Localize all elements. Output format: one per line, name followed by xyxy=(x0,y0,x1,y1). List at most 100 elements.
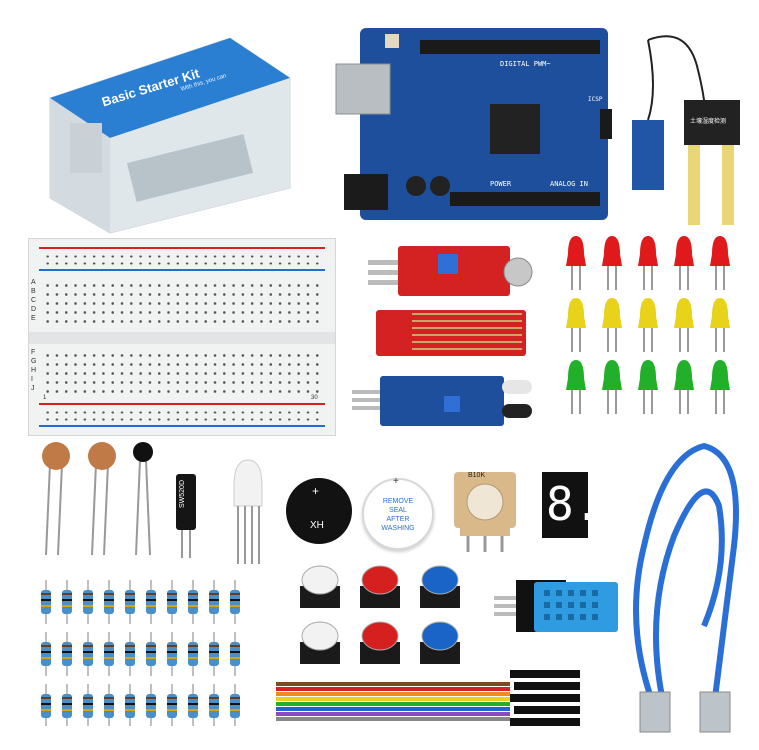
jumper-wires xyxy=(270,664,606,734)
led-red xyxy=(566,236,586,290)
breadboard-row-j: J xyxy=(31,385,35,392)
led-green xyxy=(710,360,730,414)
resistor xyxy=(62,580,72,624)
resistor xyxy=(146,580,156,624)
buzzer-label: XH xyxy=(310,520,324,531)
breadboard-row-e: E xyxy=(31,315,36,322)
rgb-led xyxy=(228,456,268,566)
resistor-array xyxy=(38,576,258,728)
led-yellow xyxy=(710,298,730,352)
resistor xyxy=(62,632,72,676)
uno-label-power: POWER xyxy=(490,180,512,188)
breadboard-row-b: B xyxy=(31,288,36,295)
usb-cable xyxy=(614,426,754,742)
uno-label-digital: DIGITAL PWM~ xyxy=(500,60,551,68)
water-level-sensor xyxy=(372,304,532,360)
resistor xyxy=(209,632,219,676)
resistor xyxy=(41,632,51,676)
resistor xyxy=(41,580,51,624)
buzzer-seal: + REMOVE SEAL AFTER WASHING xyxy=(362,476,434,550)
led-red xyxy=(710,236,730,290)
led-grid xyxy=(560,232,750,418)
resistor xyxy=(230,632,240,676)
breadboard-row-i: I xyxy=(31,376,33,383)
seal-plus: + xyxy=(393,476,399,487)
sound-sensor-module xyxy=(368,242,538,298)
uno-label-icsp: ICSP xyxy=(588,96,603,103)
resistor xyxy=(146,632,156,676)
resistor xyxy=(167,580,177,624)
breadboard-row-c: C xyxy=(31,297,37,304)
led-yellow xyxy=(674,298,694,352)
dht11-sensor xyxy=(494,576,622,636)
resistor xyxy=(146,684,156,728)
resistor xyxy=(41,684,51,728)
seal-line1: REMOVE xyxy=(382,498,414,505)
starter-kit-box: Basic Starter Kit With this, you can xyxy=(40,28,302,238)
breadboard-row-g: G xyxy=(31,358,37,365)
push-button xyxy=(420,621,460,664)
resistor xyxy=(104,632,114,676)
seven-segment-digit: 8. xyxy=(546,477,602,531)
breadboard-rail-holes xyxy=(43,253,321,267)
uno-board: DIGITAL PWM~ ANALOG IN POWER ICSP xyxy=(330,24,612,224)
breadboard-row-f: F xyxy=(31,349,36,356)
seal-line4: WASHING xyxy=(381,525,415,532)
led-red xyxy=(602,236,622,290)
buzzer: + XH xyxy=(286,478,352,544)
resistor xyxy=(188,632,198,676)
breadboard-row-d: D xyxy=(31,306,37,313)
potentiometer: B10K xyxy=(440,462,530,554)
soil-label: 土壤湿度检测 xyxy=(690,119,727,125)
breadboard-col-start: 1 xyxy=(43,395,47,401)
led-green xyxy=(566,360,586,414)
push-button xyxy=(360,565,400,608)
resistor xyxy=(230,684,240,728)
resistor xyxy=(167,684,177,728)
buzzer-plus: + xyxy=(312,484,320,498)
potentiometer-label: B10K xyxy=(468,472,486,479)
led-green xyxy=(638,360,658,414)
led-red xyxy=(638,236,658,290)
breadboard-holes-bottom xyxy=(43,351,321,395)
resistor xyxy=(83,684,93,728)
resistor xyxy=(125,632,135,676)
uno-label-analog: ANALOG IN xyxy=(550,180,588,188)
breadboard: A B C D E F G H I J 1 30 xyxy=(28,238,336,436)
resistor xyxy=(104,580,114,624)
breadboard-col-end: 30 xyxy=(311,395,318,401)
push-button xyxy=(360,621,400,664)
resistor xyxy=(188,580,198,624)
photoresistors xyxy=(30,440,170,560)
seal-line2: SEAL xyxy=(389,507,407,514)
breadboard-holes-top xyxy=(43,281,321,325)
led-yellow xyxy=(566,298,586,352)
tilt-switch: SW520D xyxy=(170,470,200,560)
push-button xyxy=(300,565,340,608)
resistor xyxy=(188,684,198,728)
led-yellow xyxy=(638,298,658,352)
seven-segment-display: 8. xyxy=(542,472,601,538)
push-button xyxy=(420,565,460,608)
resistor xyxy=(167,632,177,676)
resistor xyxy=(83,580,93,624)
breadboard-rail-holes-bottom xyxy=(43,409,321,423)
resistor xyxy=(209,580,219,624)
led-green xyxy=(674,360,694,414)
resistor xyxy=(230,580,240,624)
resistor xyxy=(83,632,93,676)
resistor xyxy=(104,684,114,728)
resistor xyxy=(209,684,219,728)
seal-line3: AFTER xyxy=(386,516,410,523)
led-yellow xyxy=(602,298,622,352)
breadboard-row-h: H xyxy=(31,367,37,374)
push-buttons xyxy=(292,560,468,670)
resistor xyxy=(125,684,135,728)
led-red xyxy=(674,236,694,290)
push-button xyxy=(300,621,340,664)
led-green xyxy=(602,360,622,414)
ir-obstacle-sensor xyxy=(352,372,542,428)
breadboard-row-a: A xyxy=(31,279,36,286)
resistor xyxy=(125,580,135,624)
soil-moisture-sensor: 土壤湿度检测 xyxy=(628,30,748,230)
